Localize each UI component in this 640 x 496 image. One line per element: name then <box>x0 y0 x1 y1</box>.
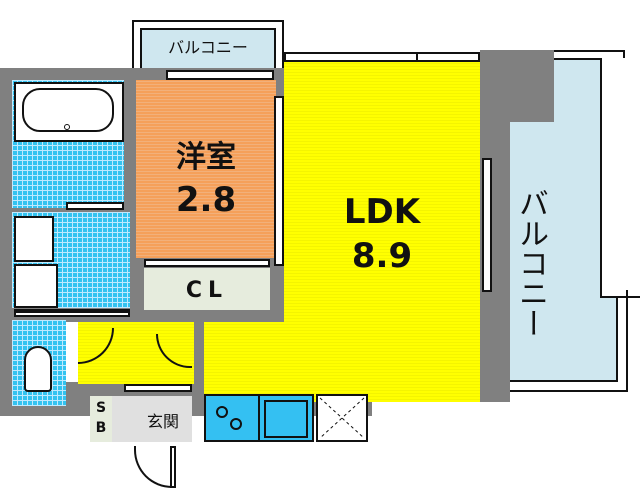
balcony-right-outer-lower <box>620 290 628 392</box>
closet-label: CL <box>185 278 229 303</box>
washroom-door[interactable] <box>14 309 130 317</box>
balcony-top-label: バルコニー <box>168 38 248 57</box>
entrance-door[interactable] <box>134 446 172 488</box>
western-room-name: 洋室 <box>176 140 236 175</box>
sink-basin <box>264 400 308 438</box>
wash-basin <box>14 216 54 262</box>
ldk-size: 8.9 <box>351 236 413 276</box>
toilet-door[interactable] <box>66 322 80 382</box>
washing-machine <box>14 264 58 308</box>
balcony-right-outer-bottom <box>490 390 628 392</box>
kitchen-sink <box>258 394 314 442</box>
ldk-window-right <box>482 158 492 292</box>
room-ldk <box>284 62 480 402</box>
entrance-label: 玄関 <box>146 412 179 431</box>
ldk-window-top <box>284 52 480 62</box>
bathroom-door[interactable] <box>66 202 124 210</box>
shoe-box <box>90 396 112 442</box>
western-window-top <box>166 70 274 80</box>
balcony-right-notch <box>600 58 640 298</box>
balcony-right-label: バルコニー <box>513 188 548 338</box>
room-closet <box>144 268 270 310</box>
fridge-space <box>316 394 368 442</box>
wall-top-right-pillar <box>480 50 554 122</box>
shoe-box-label-b: B <box>95 420 107 436</box>
room-ldk-lower <box>204 322 304 402</box>
balcony-top <box>140 28 276 72</box>
stove-burner-1 <box>216 406 228 418</box>
entrance-door-leaf <box>170 446 176 488</box>
closet-door[interactable] <box>144 259 270 267</box>
fridge-space-cross-icon <box>319 397 365 439</box>
ldk-window-divider <box>416 52 418 62</box>
entrance-step <box>124 384 192 392</box>
western-ldk-sliding-door[interactable] <box>274 96 284 266</box>
exterior-cutout <box>372 402 512 496</box>
stove-burner-2 <box>230 418 242 430</box>
bathtub-drain <box>64 124 70 130</box>
room-western <box>136 80 276 258</box>
ldk-name: LDK <box>343 192 421 232</box>
shoe-box-label-s: S <box>95 400 107 416</box>
toilet-bowl <box>24 346 52 392</box>
western-room-size: 2.8 <box>175 180 237 220</box>
